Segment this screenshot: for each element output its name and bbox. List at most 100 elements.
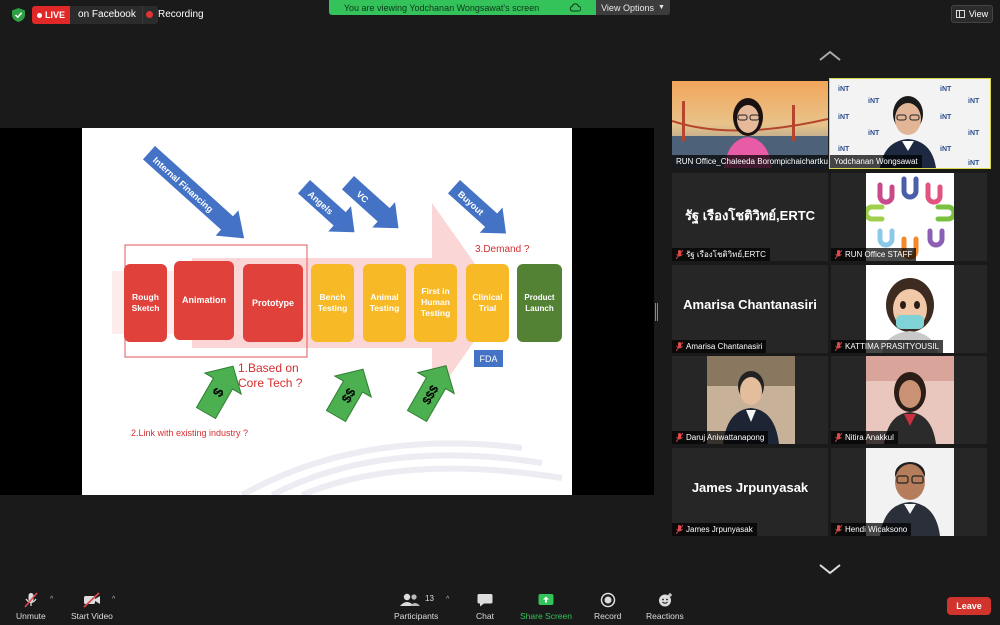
share-banner-text-area: You are viewing Yodchanan Wongsawat's sc… — [329, 0, 596, 15]
participant-name-label: Daruj Aniwattanapong — [672, 431, 769, 444]
svg-text:Trial: Trial — [479, 303, 496, 313]
participant-display-name: รัฐ เรืองโชติวิทย์,ERTC — [684, 208, 816, 223]
mic-muted-icon — [676, 342, 683, 351]
panel-resize-handle[interactable] — [655, 303, 658, 321]
chevron-down-icon: ▼ — [657, 4, 665, 11]
live-target-label: on Facebook — [78, 9, 136, 20]
svg-text:Rough: Rough — [132, 292, 159, 302]
svg-text:FDA: FDA — [480, 354, 498, 364]
participants-options-caret-icon[interactable]: ^ — [446, 596, 450, 603]
recording-indicator[interactable]: Recording — [146, 9, 204, 20]
participant-tile[interactable]: RUN Office STAFF — [831, 173, 987, 261]
svg-text:iNT: iNT — [940, 86, 952, 93]
participant-tile[interactable]: รัฐ เรืองโชติวิทย์,ERTC รัฐ เรืองโชติวิท… — [672, 173, 828, 261]
stage-rough-sketch: Rough Sketch — [124, 264, 167, 342]
participant-tile[interactable]: Hendi Wicaksono — [831, 448, 987, 536]
screen-share-banner: You are viewing Yodchanan Wongsawat's sc… — [329, 0, 670, 15]
start-video-label: Start Video — [71, 611, 113, 621]
reactions-label: Reactions — [646, 611, 684, 621]
record-icon — [600, 592, 615, 608]
participants-label: Participants — [394, 611, 439, 621]
participants-icon: 13 — [400, 593, 435, 606]
view-layout-icon — [955, 10, 965, 18]
gallery-scroll-down-icon[interactable] — [818, 563, 842, 575]
live-stream-indicator[interactable]: LIVE on Facebook ▼ — [32, 6, 158, 24]
participant-name-label: RUN Office_Chaleeda Borompichaichartkul — [672, 155, 828, 168]
participant-photo — [866, 448, 954, 536]
security-shield-icon[interactable] — [12, 8, 25, 22]
chat-button[interactable]: Chat — [476, 592, 494, 621]
presentation-slide: Internal Financing Angels VC Buyout 3.De… — [82, 128, 572, 495]
svg-text:iNT: iNT — [838, 146, 850, 153]
svg-text:Prototype: Prototype — [252, 298, 294, 308]
record-button[interactable]: Record — [594, 592, 621, 621]
svg-text:iNT: iNT — [968, 130, 980, 137]
participant-name-label: James Jrpunyasak — [672, 523, 757, 536]
mic-muted-icon — [676, 250, 683, 259]
svg-text:Bench: Bench — [320, 292, 346, 302]
svg-text:Testing: Testing — [318, 303, 348, 313]
svg-text:13: 13 — [425, 594, 434, 603]
svg-text:Launch: Launch — [525, 304, 554, 313]
participant-tile[interactable]: Amarisa Chantanasiri Amarisa Chantanasir… — [672, 265, 828, 353]
participants-button[interactable]: 13 Participants — [394, 592, 438, 621]
svg-text:iNT: iNT — [968, 160, 980, 167]
mic-muted-icon — [676, 433, 683, 442]
svg-text:Product: Product — [524, 293, 555, 302]
gallery-scroll-up-icon[interactable] — [818, 50, 842, 62]
slide-decoration — [240, 440, 563, 495]
leave-button[interactable]: Leave — [947, 597, 991, 615]
recording-dot-icon — [146, 11, 153, 18]
svg-text:Sketch: Sketch — [132, 303, 160, 313]
unmute-button[interactable]: Unmute — [16, 592, 46, 621]
video-options-caret-icon[interactable]: ^ — [112, 596, 116, 603]
internal-financing-label: Internal Financing — [151, 155, 215, 214]
svg-text:iNT: iNT — [940, 114, 952, 121]
stage-animation: Animation — [174, 261, 234, 340]
participant-name-label: Yodchanan Wongsawat — [830, 155, 922, 168]
chat-bubble-icon — [477, 594, 493, 607]
stage-clinical-trial: Clinical Trial — [466, 264, 509, 342]
video-camera-off-icon — [83, 592, 100, 608]
participant-tile[interactable]: KATTIMA PRASITYOUSIL — [831, 265, 987, 353]
based-on-label-1: 1.Based on — [238, 361, 299, 375]
participant-name-label: Amarisa Chantanasiri — [672, 340, 767, 353]
fda-box: FDA — [474, 350, 503, 367]
microphone-muted-icon — [24, 592, 38, 608]
slide-canvas: Internal Financing Angels VC Buyout 3.De… — [112, 146, 563, 495]
share-screen-button[interactable]: Share Screen — [520, 592, 572, 621]
vc-arrow: VC — [341, 176, 399, 229]
start-video-button[interactable]: Start Video — [71, 592, 113, 621]
participant-display-name: James Jrpunyasak — [691, 480, 809, 495]
reactions-button[interactable]: Reactions — [646, 592, 684, 621]
svg-text:Testing: Testing — [370, 303, 400, 313]
participant-tile[interactable]: James Jrpunyasak James Jrpunyasak — [672, 448, 828, 536]
recording-label: Recording — [158, 9, 204, 20]
audio-options-caret-icon[interactable]: ^ — [50, 596, 54, 603]
unmute-label: Unmute — [16, 611, 46, 621]
svg-text:Animal: Animal — [370, 292, 398, 302]
stage-product-launch: Product Launch — [517, 264, 562, 342]
record-label: Record — [594, 611, 622, 621]
money-arrow-3: $$$ — [406, 365, 456, 423]
svg-text:Animation: Animation — [182, 295, 226, 305]
participant-name-label: รัฐ เรืองโชติวิทย์,ERTC — [672, 248, 770, 261]
link-industry-label: 2.Link with existing industry ? — [131, 428, 248, 438]
mic-muted-icon — [676, 525, 683, 534]
emoji-reaction-icon — [658, 593, 672, 607]
participant-name-label: Hendi Wicaksono — [831, 523, 912, 536]
svg-text:iNT: iNT — [968, 98, 980, 105]
stage-animal-testing: Animal Testing — [363, 264, 406, 342]
participant-tile[interactable]: Daruj Aniwattanapong — [672, 356, 828, 444]
live-badge: LIVE — [32, 6, 71, 24]
svg-text:iNT: iNT — [838, 86, 850, 93]
svg-text:First in: First in — [421, 286, 449, 296]
svg-text:iNT: iNT — [868, 98, 880, 105]
participant-tile[interactable]: Nitira Anakkul — [831, 356, 987, 444]
participant-display-name: Amarisa Chantanasiri — [683, 297, 817, 312]
view-button[interactable]: View — [951, 5, 993, 23]
participant-tile[interactable]: RUN Office_Chaleeda Borompichaichartkul — [672, 81, 828, 168]
view-options-button[interactable]: View Options ▼ — [596, 0, 670, 15]
